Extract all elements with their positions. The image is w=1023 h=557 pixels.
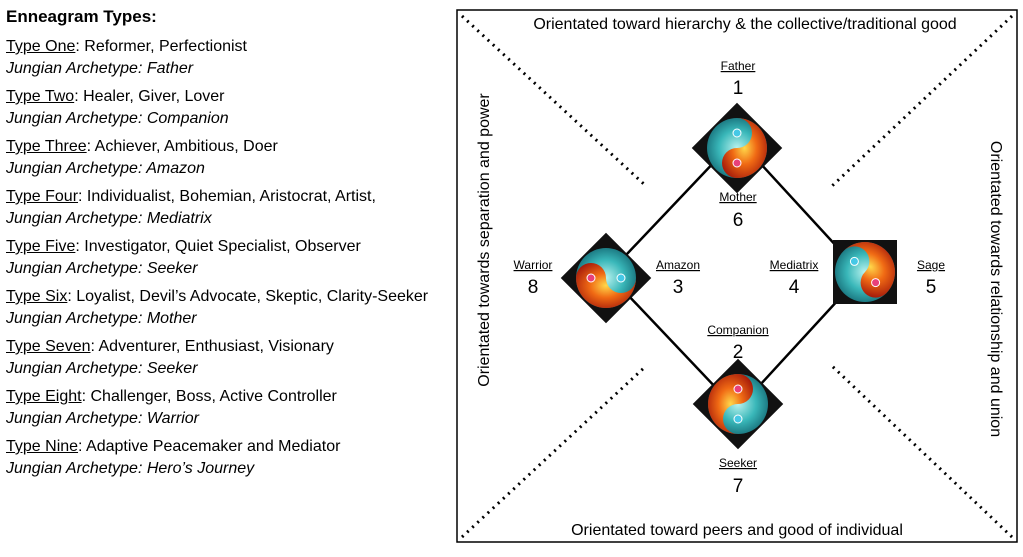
type-description: : Challenger, Boss, Active Controller — [81, 388, 337, 405]
type-entry: Type Six: Loyalist, Devil’s Advocate, Sk… — [6, 286, 446, 330]
type-name: Type Three — [6, 138, 87, 155]
type-archetype: Jungian Archetype: Father — [6, 60, 194, 77]
type-entry: Type Eight: Challenger, Boss, Active Con… — [6, 386, 446, 430]
left-edge-text: Orientated towards separation and power — [476, 93, 493, 387]
type-name: Type Four — [6, 188, 79, 205]
top-edge-text: Orientated toward hierarchy & the collec… — [533, 16, 956, 33]
type-entry: Type Five: Investigator, Quiet Specialis… — [6, 236, 446, 280]
type-name: Type Seven — [6, 338, 91, 355]
type-number-6: 6 — [733, 210, 744, 231]
type-entry: Type Three: Achiever, Ambitious, Doer Ju… — [6, 136, 446, 180]
type-number-7: 7 — [733, 476, 744, 497]
type-number-2: 2 — [733, 342, 744, 363]
outer-frame — [456, 9, 1018, 543]
type-description: : Reformer, Perfectionist — [75, 38, 247, 55]
type-number-4: 4 — [789, 277, 800, 298]
type-number-5: 5 — [926, 277, 937, 298]
type-description: : Healer, Giver, Lover — [74, 88, 225, 105]
diagonal-dotted-line — [460, 364, 648, 539]
archetype-label-sage: Sage — [917, 258, 945, 272]
type-archetype: Jungian Archetype: Hero’s Journey — [6, 460, 255, 477]
type-archetype: Jungian Archetype: Companion — [6, 110, 229, 127]
type-name: Type Six — [6, 288, 68, 305]
type-name: Type Two — [6, 88, 75, 105]
archetype-label-companion: Companion — [707, 323, 768, 337]
yin-yang-tile-top — [691, 102, 783, 194]
archetype-label-warrior: Warrior — [514, 258, 553, 272]
type-description: : Loyalist, Devil’s Advocate, Skeptic, C… — [67, 288, 429, 305]
type-archetype: Jungian Archetype: Warrior — [6, 410, 199, 427]
type-entry: Type Nine: Adaptive Peacemaker and Media… — [6, 436, 446, 480]
diagonal-dotted-line — [830, 14, 1014, 188]
archetype-label-mother: Mother — [719, 190, 756, 204]
archetype-label-father: Father — [721, 59, 756, 73]
yin-yang-tile-left — [560, 232, 652, 324]
type-archetype: Jungian Archetype: Seeker — [6, 260, 198, 277]
type-description: : Achiever, Ambitious, Doer — [86, 138, 278, 155]
type-archetype: Jungian Archetype: Mother — [6, 310, 197, 327]
type-description: : Individualist, Bohemian, Aristocrat, A… — [78, 188, 376, 205]
type-archetype: Jungian Archetype: Mediatrix — [6, 210, 212, 227]
type-archetype: Jungian Archetype: Seeker — [6, 360, 198, 377]
type-entry: Type Seven: Adventurer, Enthusiast, Visi… — [6, 336, 446, 380]
archetype-label-seeker: Seeker — [719, 456, 757, 470]
type-description: : Adaptive Peacemaker and Mediator — [78, 438, 341, 455]
type-entry: Type Two: Healer, Giver, Lover Jungian A… — [6, 86, 446, 130]
type-number-8: 8 — [528, 277, 539, 298]
type-archetype: Jungian Archetype: Amazon — [6, 160, 205, 177]
type-number-3: 3 — [673, 277, 684, 298]
type-entry: Type One: Reformer, Perfectionist Jungia… — [6, 36, 446, 80]
archetype-label-mediatrix: Mediatrix — [770, 258, 819, 272]
right-edge-text: Orientated towards relationship and unio… — [987, 141, 1004, 437]
type-name: Type One — [6, 38, 76, 55]
bottom-edge-text: Orientated toward peers and good of indi… — [571, 522, 903, 539]
type-name: Type Five — [6, 238, 76, 255]
type-name: Type Nine — [6, 438, 79, 455]
archetype-label-amazon: Amazon — [656, 258, 700, 272]
type-description: : Investigator, Quiet Specialist, Observ… — [75, 238, 361, 255]
list-heading: Enneagram Types: — [6, 7, 157, 26]
yin-yang-tile-bottom — [692, 358, 784, 450]
diagonal-dotted-line — [830, 364, 1014, 539]
type-number-1: 1 — [733, 78, 744, 99]
type-entry: Type Four: Individualist, Bohemian, Aris… — [6, 186, 446, 230]
enneagram-type-list: Enneagram Types: Type One: Reformer, Per… — [6, 6, 446, 486]
type-description: : Adventurer, Enthusiast, Visionary — [90, 338, 334, 355]
type-name: Type Eight — [6, 388, 82, 405]
